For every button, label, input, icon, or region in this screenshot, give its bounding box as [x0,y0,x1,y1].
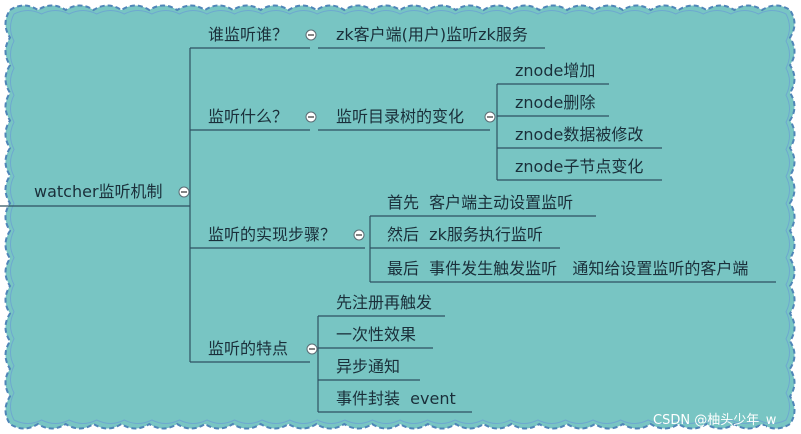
cloud-frame [4,4,796,430]
collapse-toggle-branch-2[interactable] [305,111,317,123]
cloud-frame-inner [10,10,790,424]
leaf-znode-delete[interactable]: znode删除 [515,93,595,112]
root-node[interactable]: watcher监听机制 [34,182,163,201]
leaf-register-then-trigger[interactable]: 先注册再触发 [336,293,432,312]
collapse-toggle-branch-4[interactable] [306,343,318,355]
leaf-step-then[interactable]: 然后 zk服务执行监听 [387,225,543,244]
leaf-async-notify[interactable]: 异步通知 [336,357,400,376]
branch-what-to-watch[interactable]: 监听什么？ [208,107,288,126]
collapse-toggle-root[interactable] [178,186,190,198]
leaf-step-finally[interactable]: 最后 事件发生触发监听 通知给设置监听的客户端 [387,259,748,278]
branch-who-watches[interactable]: 谁监听谁？ [208,25,288,44]
connector-lines [0,47,776,413]
collapse-toggle-branch-1[interactable] [305,29,317,41]
leaf-client-watches-server[interactable]: zk客户端(用户)监听zk服务 [336,25,528,44]
branch-features[interactable]: 监听的特点 [208,339,288,358]
leaf-step-first[interactable]: 首先 客户端主动设置监听 [387,193,573,212]
leaf-one-time-effect[interactable]: 一次性效果 [336,325,416,344]
collapse-toggle-branch-2-child[interactable] [484,111,496,123]
leaf-znode-child-changed[interactable]: znode子节点变化 [515,157,643,176]
branch-implementation-steps[interactable]: 监听的实现步骤？ [208,225,336,244]
watermark: CSDN @柚头少年_w [653,413,777,428]
collapse-toggle-branch-3[interactable] [353,229,365,241]
leaf-znode-add[interactable]: znode增加 [515,61,595,80]
leaf-event-wrapping[interactable]: 事件封装 event [336,389,456,408]
node-watch-tree-changes[interactable]: 监听目录树的变化 [336,107,464,126]
leaf-znode-data-modified[interactable]: znode数据被修改 [515,125,643,144]
